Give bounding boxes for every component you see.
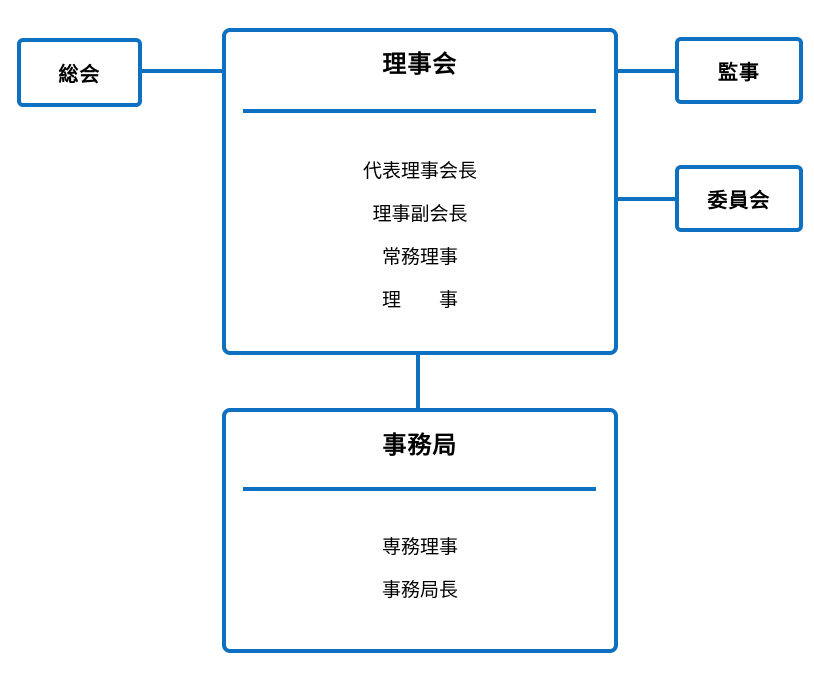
board-item: 代表理事会長 [362,161,477,182]
box-auditor: 監事 [675,37,803,104]
connector-board-secretariat [416,353,420,412]
box-secretariat: 事務局 専務理事 事務局長 [222,408,618,653]
board-title-divider [243,109,596,113]
secretariat-title-divider [243,487,596,491]
connector-board-auditor [616,69,675,73]
board-title: 理事会 [382,51,458,78]
board-items: 代表理事会長 理事副会長 常務理事 理 事 [226,150,614,322]
committee-label: 委員会 [707,190,771,212]
box-committee: 委員会 [675,165,803,232]
board-item: 常務理事 [381,247,458,268]
auditor-label: 監事 [718,62,760,84]
box-general-meeting: 総会 [17,38,142,107]
connector-board-committee [616,197,675,201]
board-item: 理事副会長 [372,204,468,225]
secretariat-item: 専務理事 [381,537,458,558]
secretariat-title: 事務局 [382,432,458,459]
connector-general-meeting-board [142,69,222,73]
secretariat-item: 事務局長 [381,580,458,601]
box-board: 理事会 代表理事会長 理事副会長 常務理事 理 事 [222,28,618,355]
board-item: 理 事 [381,290,458,311]
secretariat-items: 専務理事 事務局長 [226,526,614,612]
general-meeting-label: 総会 [58,64,101,86]
